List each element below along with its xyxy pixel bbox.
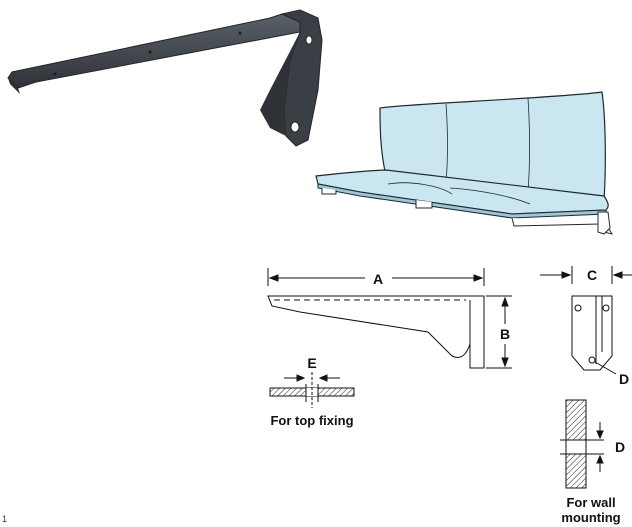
dimension-label-d-wall: D (615, 439, 625, 455)
wall-mounting-drawing (560, 399, 604, 489)
front-view-drawing (540, 266, 632, 375)
bracket-photo (7, 9, 323, 147)
side-view-drawing (267, 268, 512, 369)
dimension-label-b: B (500, 326, 510, 342)
margin-mark: 1 (2, 514, 7, 524)
caption-wall-mounting-line2: mounting (561, 510, 620, 525)
bench-illustration (315, 91, 614, 235)
dimension-label-d-bracket: D (619, 371, 629, 387)
dimension-label-a: A (373, 271, 383, 287)
dimension-label-e: E (307, 355, 316, 371)
caption-wall-mounting-line1: For wall (566, 495, 615, 510)
dimension-label-c: C (587, 267, 597, 283)
caption-top-fixing: For top fixing (270, 413, 353, 428)
top-fixing-drawing (269, 372, 355, 408)
